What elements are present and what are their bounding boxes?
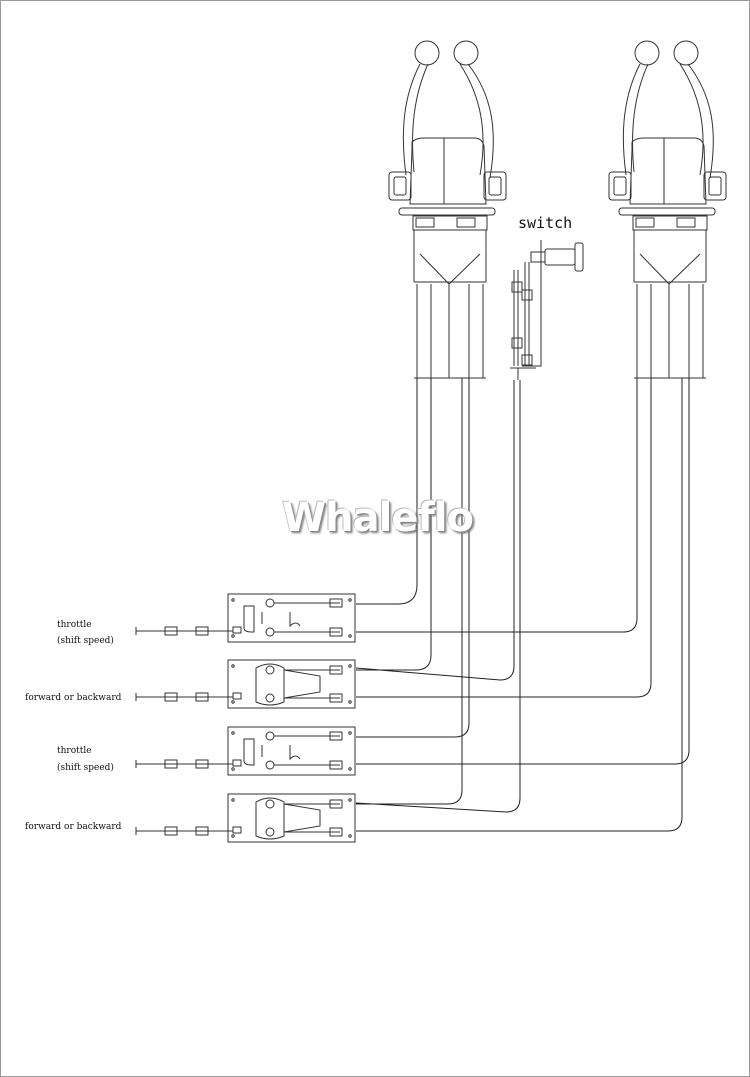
- right-lever-knob-1: [634, 40, 660, 66]
- switch-assembly: [510, 240, 584, 380]
- forward-backward-label-2: forward or backward: [25, 822, 122, 832]
- left-control-lever: [388, 40, 507, 379]
- throttle-actuator-2: [135, 726, 356, 776]
- control-cables: [355, 378, 690, 832]
- throttle-label-1: throttle: [57, 620, 92, 630]
- shift-speed-label-2: (shift speed): [57, 763, 114, 773]
- throttle-actuator-1: [135, 593, 356, 643]
- shift-speed-label-1: (shift speed): [57, 636, 114, 646]
- left-lever-knob-1: [414, 40, 440, 66]
- right-control-lever: [608, 40, 727, 379]
- throttle-label-2: throttle: [57, 746, 92, 756]
- watermark: Whaleflo: [282, 495, 474, 541]
- switch-label: switch: [518, 214, 573, 232]
- shift-actuator-1: [135, 659, 356, 709]
- right-lever-knob-2: [673, 40, 699, 66]
- forward-backward-label-1: forward or backward: [25, 693, 122, 703]
- left-lever-knob-2: [453, 40, 479, 66]
- shift-actuator-2: [135, 793, 356, 843]
